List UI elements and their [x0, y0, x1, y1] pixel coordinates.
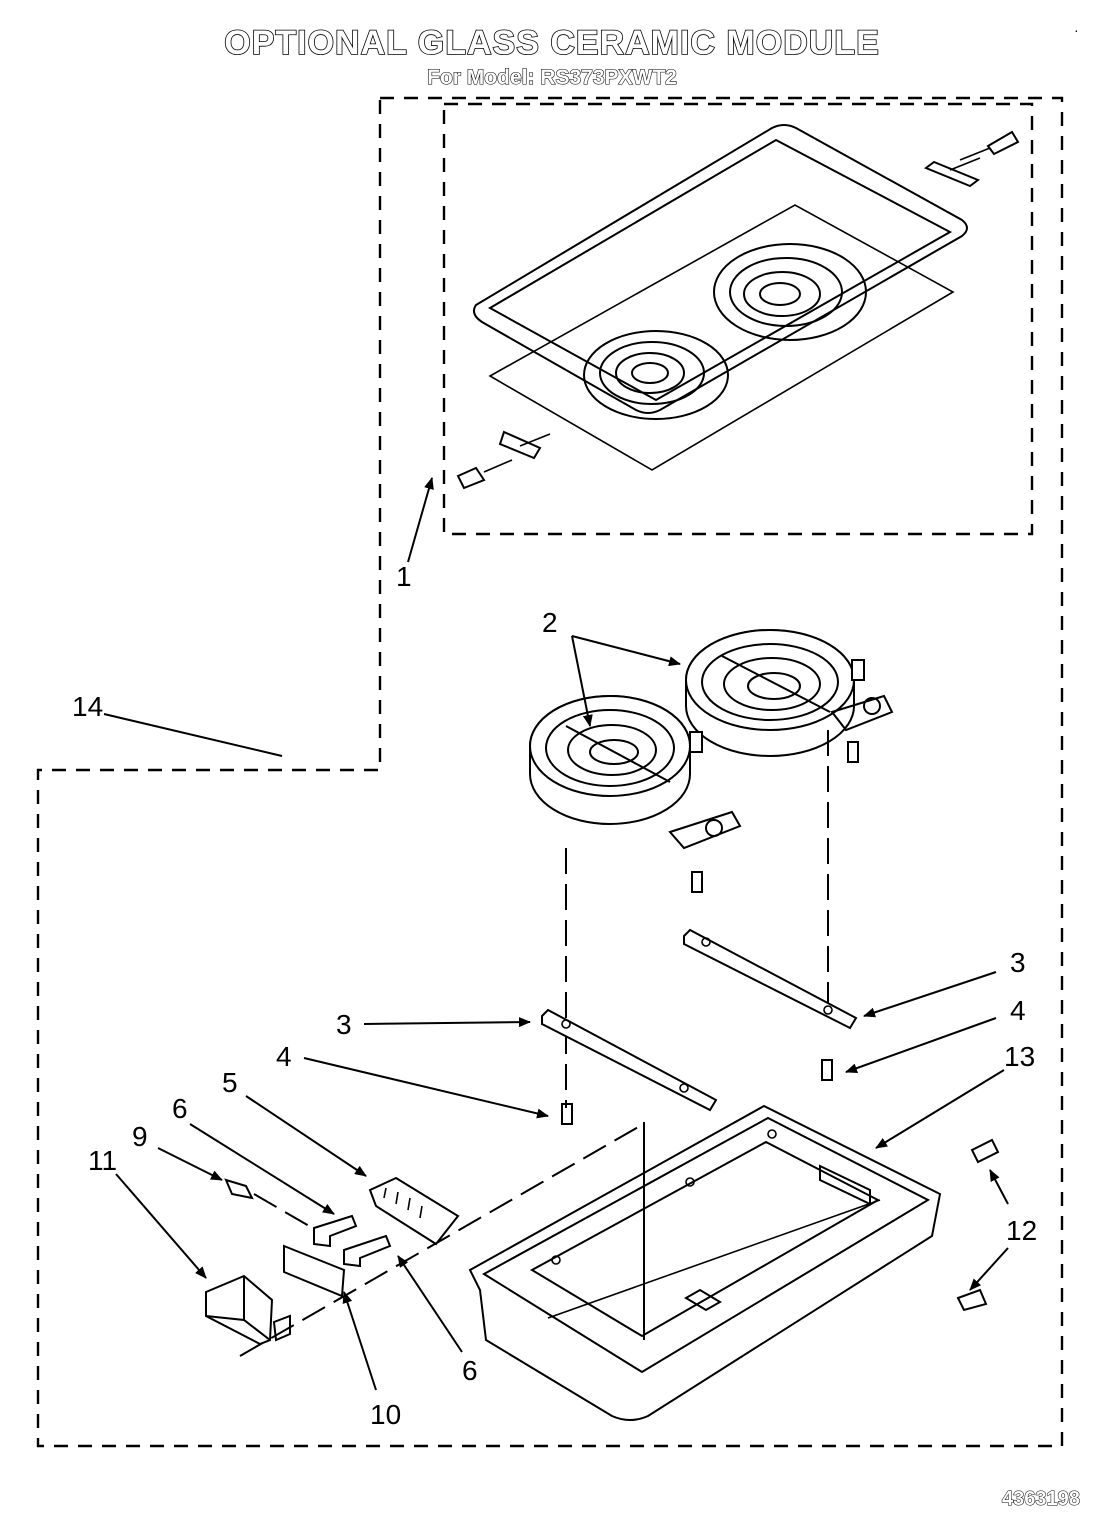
callout-4-front: 4: [276, 1041, 292, 1072]
corner-mark: ·: [1074, 22, 1079, 38]
callout-3-rear: 3: [1010, 947, 1026, 978]
screw-rear: [821, 1059, 833, 1081]
callout-4-rear: 4: [1010, 995, 1026, 1026]
diagram-title: OPTIONAL GLASS CERAMIC MODULE: [223, 23, 880, 63]
model-subtitle: For Model: RS373PXWT2: [427, 65, 678, 89]
glass-top-assembly: [456, 124, 1020, 490]
surface-element-rear: [685, 629, 894, 1008]
module-box: [468, 1104, 942, 1421]
callout-14: 14: [72, 691, 103, 722]
document-number: 4363198: [1002, 1488, 1081, 1511]
box-screw-lower: [956, 1288, 988, 1312]
mounting-screw: [224, 1178, 254, 1200]
support-bracket-rear: [683, 928, 858, 1030]
callout-9: 9: [132, 1121, 148, 1152]
callout-10: 10: [370, 1399, 401, 1430]
callout-6-lower: 6: [462, 1355, 478, 1386]
clip-upper: [313, 1214, 358, 1248]
terminal-block: [368, 1176, 460, 1246]
support-bracket-front: [541, 1008, 718, 1112]
glass-top-boundary: [442, 102, 1034, 536]
box-screw-upper: [970, 1138, 1000, 1164]
screw-front: [561, 1103, 573, 1125]
callout-3-front: 3: [336, 1009, 352, 1040]
callout-11: 11: [88, 1145, 117, 1176]
surface-element-front: [529, 695, 742, 1108]
clip-lower: [343, 1234, 392, 1268]
callout-13: 13: [1004, 1041, 1035, 1072]
callout-12: 12: [1006, 1215, 1037, 1246]
callout-2: 2: [542, 607, 558, 638]
assembly-boundary-outline: [36, 96, 1064, 1448]
callout-5: 5: [222, 1067, 238, 1098]
callout-1: 1: [396, 561, 412, 592]
callout-6-upper: 6: [172, 1093, 188, 1124]
wire-shield: [283, 1244, 346, 1298]
